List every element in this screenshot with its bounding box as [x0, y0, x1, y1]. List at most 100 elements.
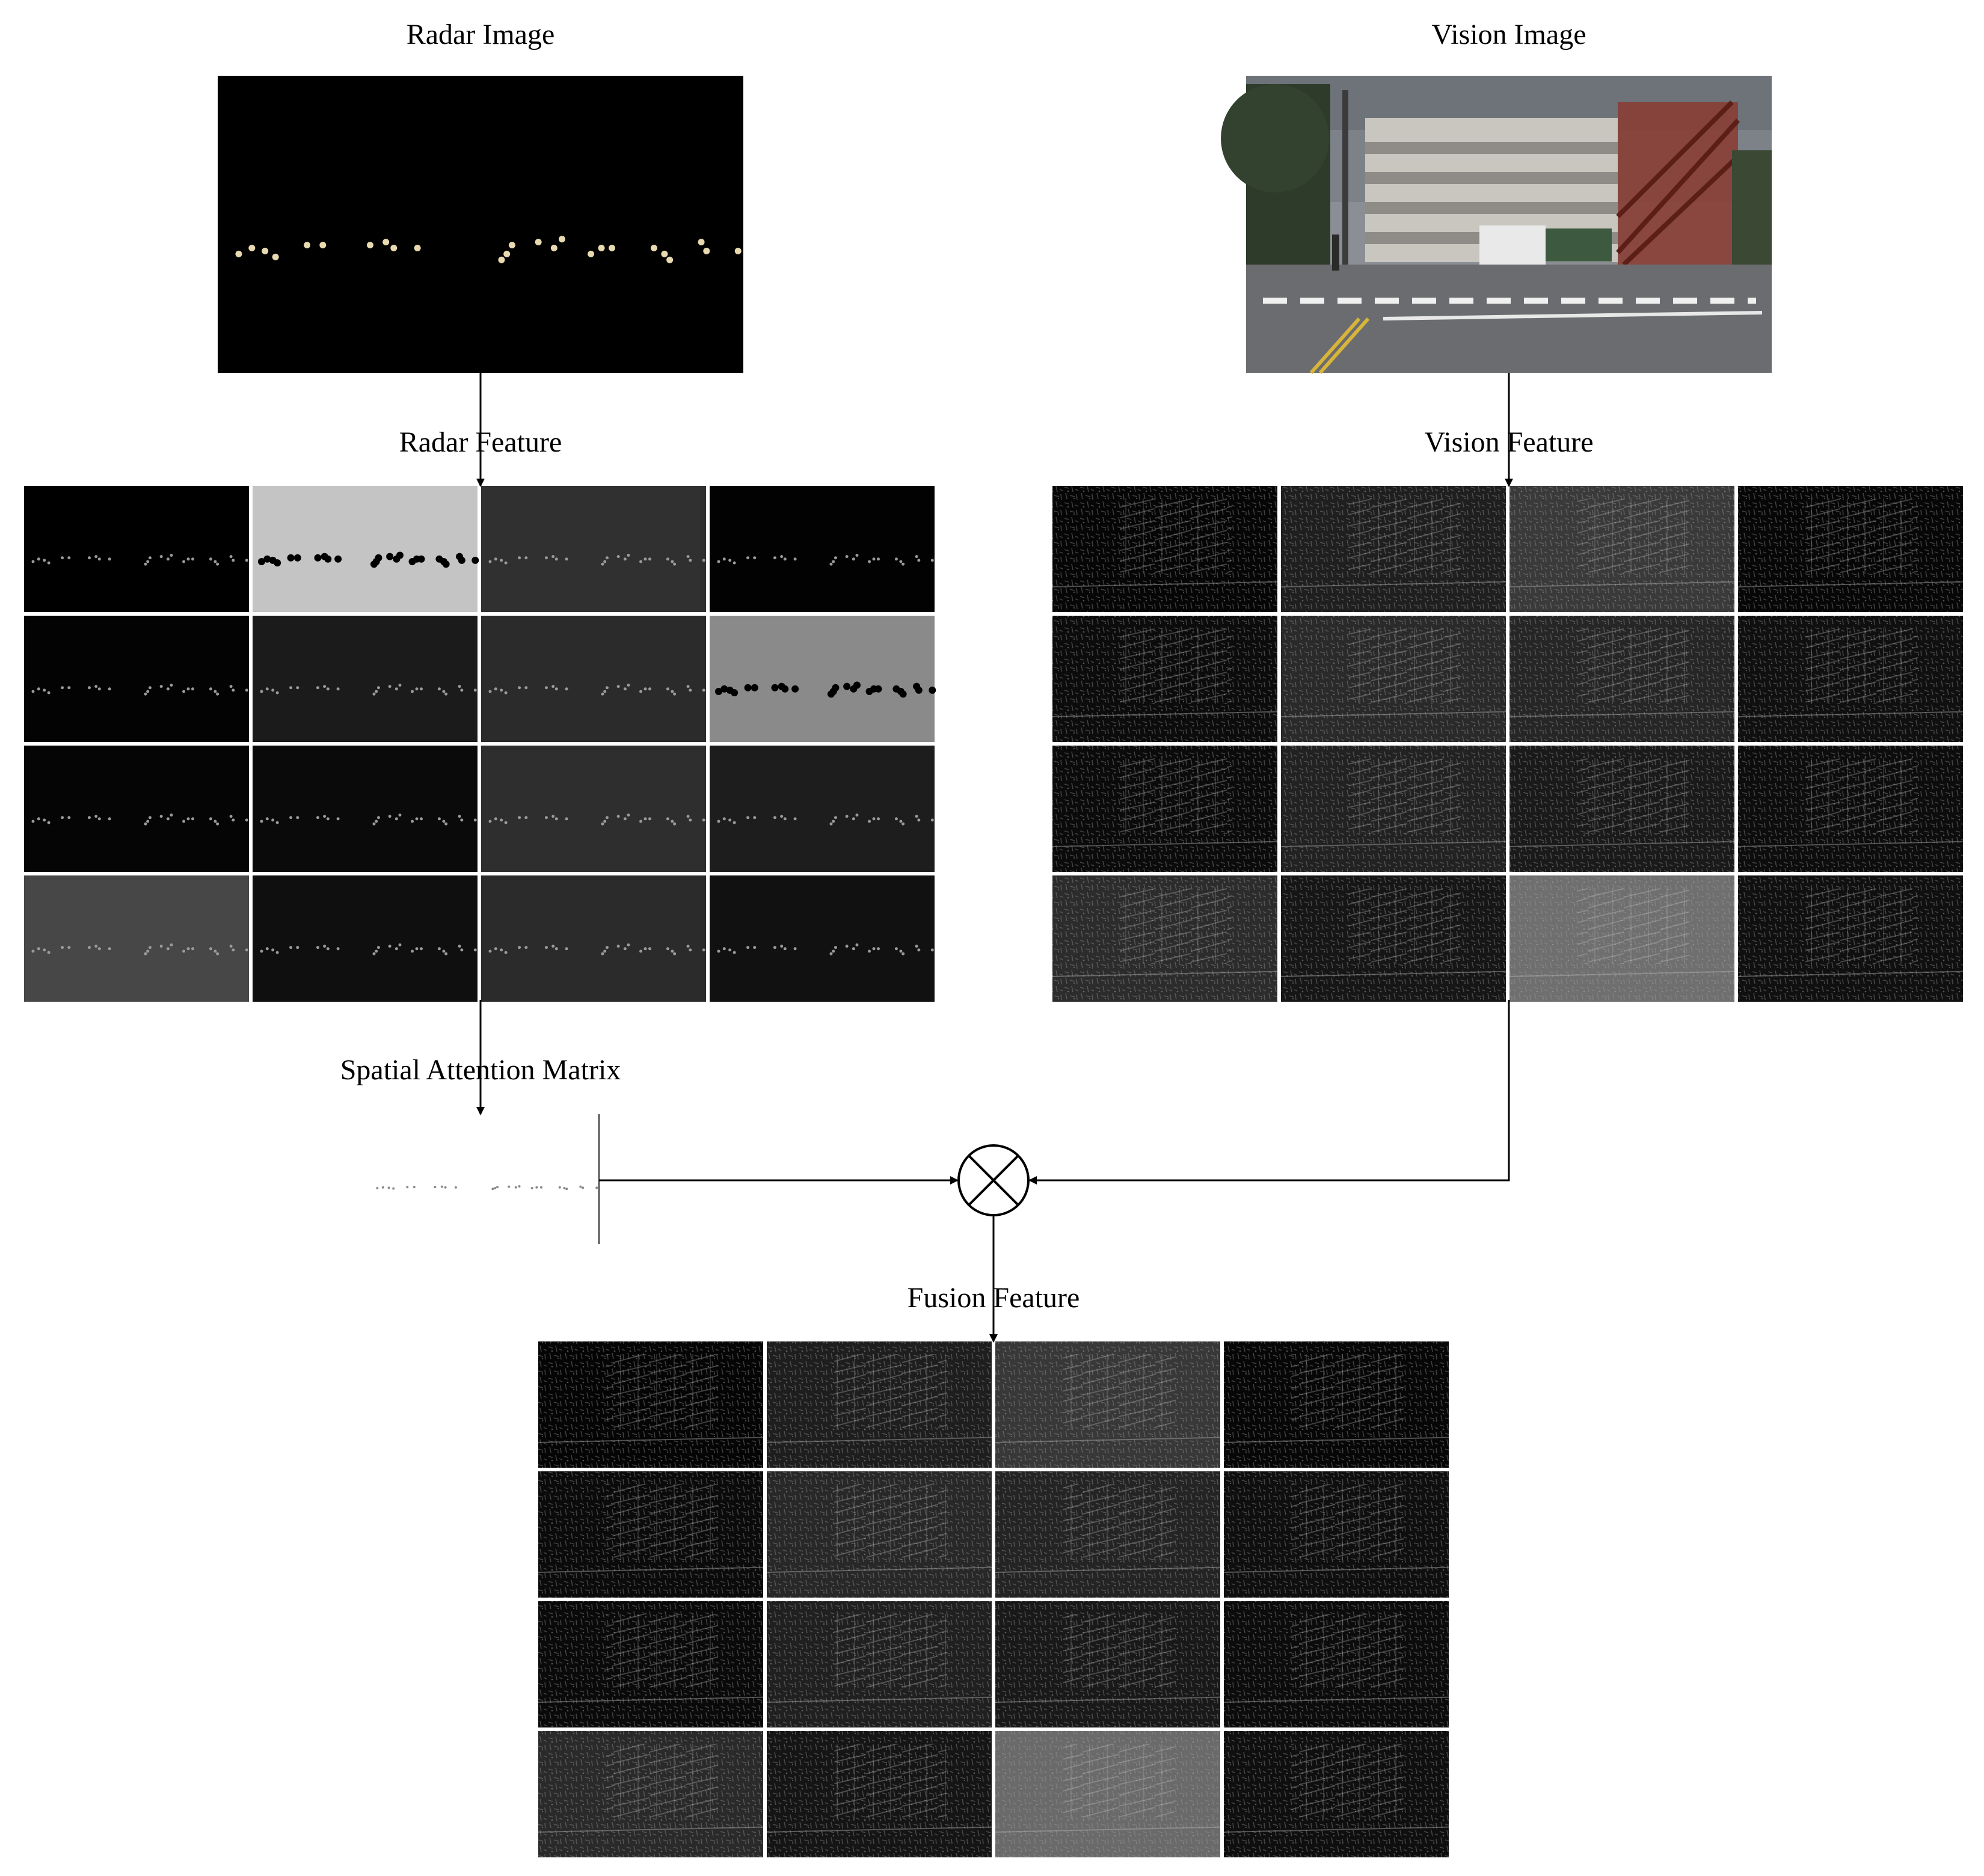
vision-feature-map [1280, 486, 1506, 612]
radar-feature-point [834, 556, 837, 560]
radar-feature-point [458, 556, 465, 564]
radar-feature-map [710, 746, 935, 872]
radar-feature-point [316, 686, 319, 690]
radar-feature-point [894, 947, 898, 951]
radar-feature-point [296, 816, 299, 820]
radar-feature-point [551, 945, 555, 948]
radar-feature-point [94, 555, 98, 559]
radar-feature-point [899, 949, 903, 953]
radar-feature-point [87, 686, 91, 690]
vision-image [1221, 76, 1772, 374]
radar-feature-point [771, 684, 779, 691]
radar-feature-point [783, 817, 787, 821]
radar-feature-point [415, 947, 419, 951]
radar-feature-point [643, 817, 647, 821]
radar-feature-point [275, 821, 279, 824]
radar-feature-point [144, 692, 147, 696]
radar-feature-point [832, 949, 835, 953]
radar-feature-point [260, 820, 263, 823]
radar-feature-point [686, 555, 690, 559]
vision-feature-map [1737, 875, 1964, 1002]
radar-feature-point [170, 814, 173, 817]
fusion-feature-map [1223, 1471, 1449, 1598]
attention-point [444, 1186, 447, 1189]
radar-feature-point [915, 686, 923, 694]
radar-feature-point [375, 949, 378, 953]
radar-feature-point [372, 822, 376, 826]
vision-feature-map [1737, 746, 1964, 872]
radar-feature-point [852, 557, 855, 561]
radar-feature-point [94, 685, 98, 688]
radar-feature-point [271, 688, 275, 692]
radar-feature-point [289, 686, 293, 690]
radar-feature-point [97, 947, 101, 951]
radar-feature-point [843, 682, 851, 690]
radar-feature-point [47, 951, 51, 954]
radar-feature-point [159, 685, 163, 688]
radar-point [734, 247, 742, 254]
radar-feature-point [334, 555, 342, 563]
radar-feature-point [732, 951, 736, 954]
radar-feature-map [710, 616, 936, 742]
radar-feature-point [554, 687, 558, 691]
radar-feature-point [209, 687, 212, 691]
radar-feature-point [488, 690, 492, 693]
radar-feature-map [24, 875, 249, 1002]
radar-feature-point [601, 692, 604, 696]
radar-feature-point [437, 817, 441, 821]
radar-point [262, 247, 269, 254]
radar-feature-point [666, 557, 669, 561]
radar-feature-point [415, 687, 419, 691]
radar-feature-point [245, 818, 248, 822]
radar-feature-point [166, 817, 170, 821]
radar-feature-point [191, 947, 194, 951]
radar-feature-point [780, 815, 784, 818]
radar-feature-map [710, 486, 935, 612]
radar-feature-point [702, 688, 705, 692]
radar-feature-point [316, 946, 319, 949]
radar-feature-point [832, 820, 835, 823]
radar-feature-point [780, 555, 784, 559]
radar-feature-point [316, 816, 319, 820]
fusion-feature-title: Fusion Feature [907, 1282, 1080, 1314]
radar-feature-point [296, 686, 299, 690]
attention-point [508, 1185, 511, 1188]
vision-image-title: Vision Image [1431, 19, 1586, 51]
radar-feature-point [686, 685, 690, 688]
radar-feature-point [565, 557, 568, 561]
radar-feature-point [605, 946, 609, 949]
radar-feature-point [666, 817, 669, 821]
radar-feature-point [388, 945, 392, 948]
radar-feature-point [274, 559, 281, 567]
radar-feature-point [722, 817, 726, 821]
radar-feature-point [518, 556, 521, 560]
radar-point [535, 239, 542, 246]
radar-feature-point [702, 818, 705, 822]
radar-feature-point [722, 947, 726, 951]
radar-feature-point [47, 821, 51, 824]
radar-feature-point [605, 556, 609, 560]
radar-point [366, 242, 373, 249]
radar-feature-point [930, 948, 934, 952]
radar-feature-point [494, 557, 497, 561]
radar-feature-point [213, 820, 217, 823]
vision-feature-map [1280, 875, 1506, 1002]
radar-feature-point [746, 946, 750, 949]
fusion-feature-map [1223, 1601, 1449, 1727]
radar-feature-point [544, 816, 548, 820]
vision-feature-map [1737, 486, 1964, 612]
radar-feature-point [216, 692, 220, 696]
radar-feature-point [773, 556, 776, 560]
radar-feature-point [832, 684, 840, 691]
radar-feature-point [263, 555, 271, 563]
attention-point [494, 1187, 497, 1189]
attention-point [582, 1186, 585, 1189]
radar-feature-point [411, 820, 414, 823]
attention-point [496, 1186, 499, 1189]
radar-feature-point [639, 949, 643, 953]
radar-feature-map [253, 616, 478, 742]
attention-point [376, 1187, 379, 1189]
radar-feature-point [623, 817, 627, 821]
radar-feature-map [710, 875, 935, 1002]
radar-feature-point [293, 554, 301, 562]
